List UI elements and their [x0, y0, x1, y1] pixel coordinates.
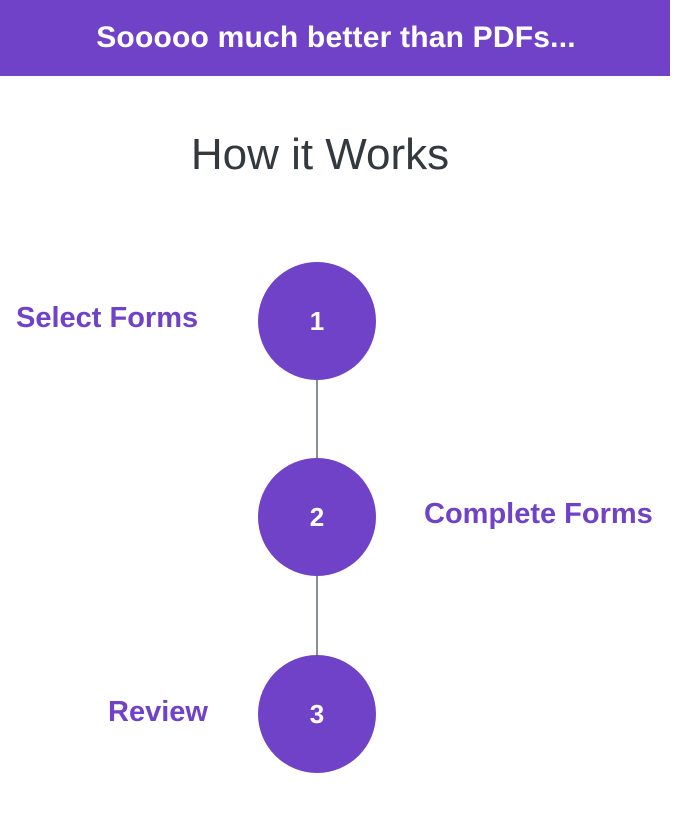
step-2-label: Complete Forms — [424, 498, 653, 530]
page-title: How it Works — [190, 130, 450, 179]
step-connector-1-2 — [316, 378, 318, 460]
step-1-number: 1 — [309, 305, 325, 336]
step-connector-2-3 — [316, 574, 318, 656]
step-1-label: Select Forms — [16, 302, 199, 334]
promo-banner: Sooooo much better than PDFs... — [0, 0, 670, 76]
step-3-circle: 3 — [258, 655, 376, 773]
step-2-number: 2 — [309, 501, 325, 532]
step-1-circle: 1 — [258, 262, 376, 380]
banner-text: Sooooo much better than PDFs... — [96, 21, 576, 54]
step-3-label: Review — [108, 696, 208, 728]
step-3-number: 3 — [309, 698, 325, 729]
step-2-circle: 2 — [258, 458, 376, 576]
